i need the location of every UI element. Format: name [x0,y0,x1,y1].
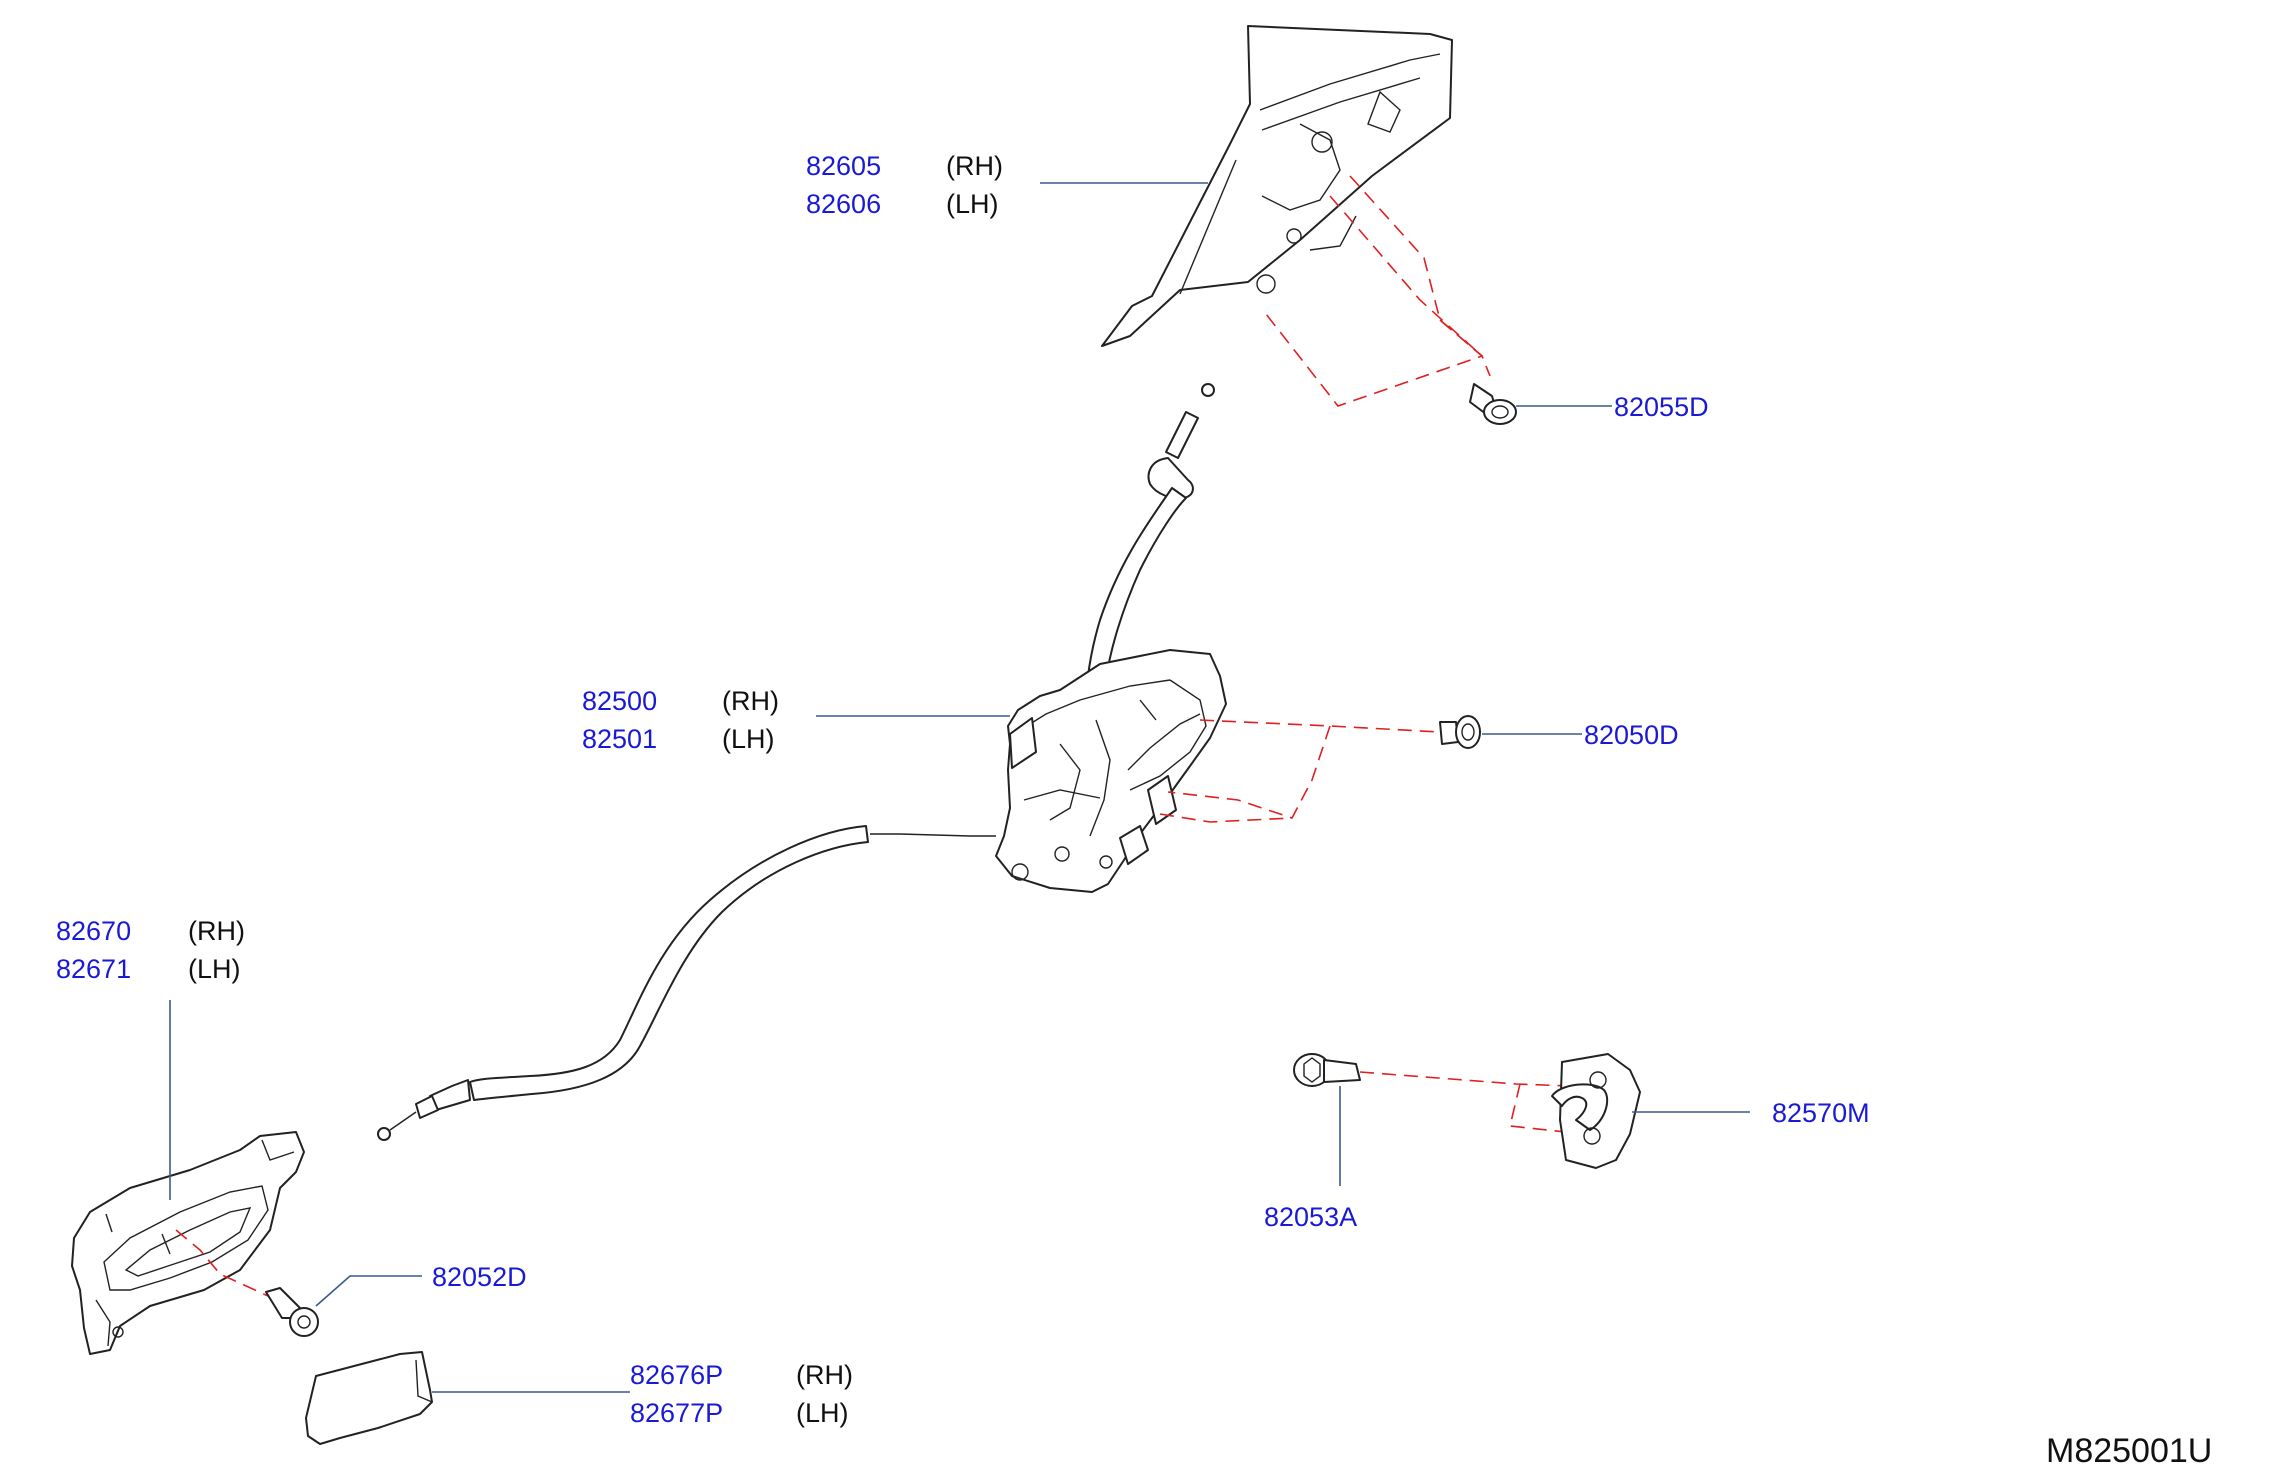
part-number: 82670 [56,916,131,946]
part-number: 82055D [1614,392,1709,422]
actuator-hidden-lines [1159,719,1441,823]
door-striker[interactable] [1551,1053,1641,1169]
callout-82670-82671: 82670 (RH) 82671 (LH) [56,916,245,984]
side-label: (LH) [796,1398,849,1428]
callout-82053a: 82053A [1264,1202,1357,1232]
part-number: 82500 [582,686,657,716]
side-label: (RH) [722,686,779,716]
striker-hidden-lines [1359,1071,1571,1133]
screw-82050d[interactable] [1439,715,1481,749]
inside-handle-cable[interactable] [377,825,996,1141]
side-label: (RH) [188,916,245,946]
callout-82050d: 82050D [1584,720,1679,750]
callout-82055d: 82055D [1614,392,1709,422]
part-number: 82050D [1584,720,1679,750]
part-number: 82605 [806,151,881,181]
side-label: (RH) [946,151,1003,181]
side-label: (RH) [796,1360,853,1390]
callout-82676p-82677p: 82676P (RH) 82677P (LH) [630,1360,853,1428]
part-number: 82676P [630,1360,723,1390]
handle-bracket-hidden-lines [1265,175,1491,407]
callout-82605-82606: 82605 (RH) 82606 (LH) [806,151,1003,219]
part-number: 82570M [1772,1098,1870,1128]
side-label: (LH) [722,724,775,754]
striker-bolt-82053a[interactable] [1293,1053,1361,1087]
side-label: (LH) [946,189,999,219]
diagram-code: M825001U [2046,1432,2212,1470]
part-number: 82501 [582,724,657,754]
screw-82055d[interactable] [1469,383,1517,425]
side-label: (LH) [188,954,241,984]
leader-lines [169,182,1750,1393]
part-number: 82606 [806,189,881,219]
callout-82500-82501: 82500 (RH) 82501 (LH) [582,686,779,754]
inside-handle-housing[interactable] [71,1131,305,1355]
part-number: 82053A [1264,1202,1357,1232]
door-lock-actuator[interactable] [995,649,1227,893]
outside-handle-bracket[interactable] [1101,25,1453,347]
callout-82570m: 82570M [1772,1098,1870,1128]
screw-82052d[interactable] [265,1287,319,1337]
handle-escutcheon-cap[interactable] [305,1351,433,1445]
part-number: 82671 [56,954,131,984]
part-number: 82052D [432,1262,527,1292]
callout-82052d: 82052D [432,1262,527,1292]
inside-handle-hidden-lines [175,1229,269,1297]
upper-lock-rod[interactable] [1087,383,1215,681]
part-number: 82677P [630,1398,723,1428]
